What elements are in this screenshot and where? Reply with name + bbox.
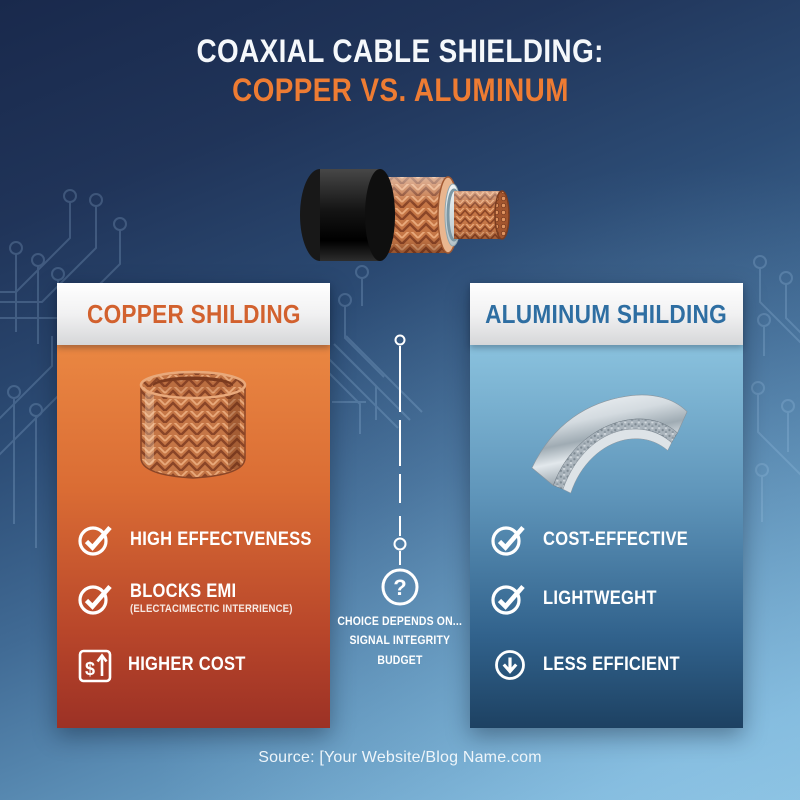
title-block: COAXIAL CABLE SHIELDING: COPPER VS. ALUM… bbox=[0, 32, 800, 110]
aluminum-card-title: ALUMINUM SHILDING bbox=[485, 298, 728, 329]
aluminum-foil-image bbox=[518, 369, 703, 502]
main-title: COAXIAL CABLE SHIELDING: bbox=[196, 33, 604, 69]
copper-feature-item: HIGH EFFECTVENESS bbox=[77, 518, 322, 562]
question-glyph: ? bbox=[393, 575, 406, 600]
divider-caption: CHOICE DEPENDS ON... SIGNAL INTEGRITY BU… bbox=[322, 612, 478, 670]
check-circle-icon bbox=[77, 581, 117, 617]
aluminum-feature-item: LESS EFFICIENT bbox=[490, 643, 735, 687]
aluminum-card-header: ALUMINUM SHILDING bbox=[470, 283, 743, 345]
divider-caption-line: CHOICE DEPENDS ON... bbox=[337, 614, 463, 628]
feature-sublabel: (ELECTACIMECTIC INTERRIENCE) bbox=[130, 603, 293, 616]
dollar-glyph: $ bbox=[85, 659, 95, 679]
feature-label: LIGHTWEGHT bbox=[543, 588, 657, 610]
feature-label: BLOCKS EMI bbox=[130, 581, 237, 603]
arrow-down-circle-icon bbox=[490, 645, 530, 685]
check-circle-icon bbox=[77, 522, 117, 558]
copper-shielding-card: COPPER SHILDING HIGH E bbox=[57, 283, 330, 728]
aluminum-feature-item: LIGHTWEGHT bbox=[490, 575, 735, 623]
copper-feature-item: BLOCKS EMI (ELECTACIMECTIC INTERRIENCE) bbox=[77, 575, 322, 623]
copper-feature-item: $ HIGHER COST bbox=[77, 643, 322, 687]
divider-caption-line: BUDGET bbox=[377, 652, 423, 667]
feature-label: HIGH EFFECTVENESS bbox=[130, 529, 312, 551]
source-credit: Source: [Your Website/Blog Name.com bbox=[258, 749, 542, 766]
copper-braid-image bbox=[133, 363, 253, 503]
copper-card-title: COPPER SHILDING bbox=[86, 298, 301, 329]
aluminum-feature-item: COST-EFFECTIVE bbox=[490, 518, 735, 562]
feature-label: LESS EFFICIENT bbox=[543, 654, 680, 676]
question-circle-icon: ? bbox=[379, 566, 421, 608]
divider-line bbox=[393, 334, 407, 565]
check-circle-icon bbox=[490, 522, 530, 558]
copper-card-header: COPPER SHILDING bbox=[57, 283, 330, 345]
divider-caption-line: SIGNAL INTEGRITY bbox=[349, 633, 451, 648]
subtitle: COPPER VS. ALUMINUM bbox=[231, 72, 569, 109]
coaxial-cable-illustration bbox=[290, 160, 520, 270]
dollar-cost-icon: $ bbox=[77, 646, 115, 684]
check-circle-icon bbox=[490, 581, 530, 617]
feature-label: COST-EFFECTIVE bbox=[543, 529, 689, 551]
feature-label: HIGHER COST bbox=[128, 654, 246, 676]
aluminum-shielding-card: ALUMINUM SHILDING bbox=[470, 283, 743, 728]
